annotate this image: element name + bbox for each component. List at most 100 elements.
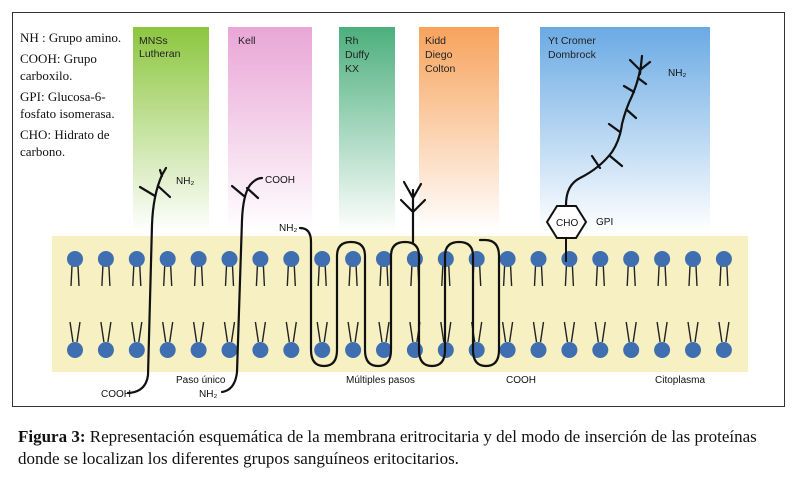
legend-abbr-nh: NH [20, 30, 39, 45]
group-label-mnss-1: MNSs [139, 35, 168, 47]
group-label-dombrock: Dombrock [548, 49, 597, 61]
lipid-tail [254, 321, 267, 343]
svg-text:Dombrock: Dombrock [548, 49, 597, 61]
svg-text:Kidd: Kidd [425, 35, 446, 47]
lipid-tail [286, 265, 296, 287]
lipid-tail [533, 265, 544, 287]
group-labels: MNSs Lutheran Kell Rh Duffy KX Kidd Dieg… [139, 35, 597, 75]
legend-item-cho: CHO: Hidrato de carbono. [20, 126, 140, 160]
svg-text:Kell: Kell [238, 35, 256, 47]
group-label-kx: KX [345, 63, 359, 75]
label-cooh-multi: COOH [506, 375, 536, 386]
lipid-tail [379, 265, 389, 287]
lipid-head [67, 251, 83, 267]
lipid-tail [192, 321, 205, 343]
lipid-head [715, 342, 732, 358]
figure-caption: Figura 3: Representación esquemática de … [18, 426, 788, 470]
svg-text:Yt Cromer: Yt Cromer [548, 35, 596, 47]
cho-label: CHO [556, 218, 578, 229]
lipid-head [221, 251, 238, 267]
lipid-head [499, 342, 516, 358]
lipid-head [221, 342, 238, 358]
legend-text-gpi: Glucosa-6-fosfato isomerasa. [20, 89, 115, 121]
legend-item-nh: NH : Grupo amino. [20, 29, 140, 46]
svg-text:Rh: Rh [345, 35, 359, 47]
lipid-head [128, 251, 145, 267]
label-nh2-bottom: NH₂ [199, 389, 217, 400]
lipid-head [376, 342, 392, 358]
lipid-head [97, 342, 114, 358]
lipid-tail [719, 265, 729, 287]
lipid-tail [101, 265, 111, 287]
lipid-head [468, 251, 485, 267]
protein-gpi-chain [564, 68, 642, 207]
label-nh2-multi: NH₂ [279, 223, 297, 234]
lipid-tail [162, 321, 174, 343]
label-cooh-bottom: COOH [101, 389, 131, 400]
svg-text:Diego: Diego [425, 49, 453, 61]
lipid-head [67, 342, 83, 358]
lipid-head [190, 342, 207, 358]
lipid-head [530, 342, 547, 358]
group-label-colton: Colton [425, 63, 456, 75]
protein-single-pass-1 [126, 166, 168, 395]
lipid-tail [285, 321, 297, 343]
lipid-head [623, 251, 640, 267]
lipid-head [499, 251, 516, 267]
multi-pass-glycan [399, 180, 427, 244]
legend-abbr-gpi: GPI: [20, 89, 45, 104]
lipid-head [654, 342, 671, 358]
gpi-glycans [590, 54, 652, 170]
caption-prefix: Figura 3: [18, 427, 86, 446]
lipid-tail [532, 321, 545, 343]
group-label-kidd: Kidd [425, 35, 446, 47]
lipid-head [561, 342, 578, 358]
group-band-kidd [419, 27, 499, 232]
lipid-head [530, 251, 547, 267]
group-label-yt: Yt Cromer [548, 35, 596, 47]
lipid-head [345, 342, 362, 358]
lipid-head [252, 251, 269, 267]
lipid-head [592, 251, 609, 267]
lipid-head [715, 251, 732, 267]
lipid-tail [70, 265, 80, 287]
protein-multi-pass [298, 226, 501, 368]
lipid-head [345, 251, 362, 267]
legend-item-cooh: COOH: Grupo carboxilo. [20, 50, 140, 84]
lipid-tail [317, 265, 327, 287]
lipid-tail [563, 321, 576, 343]
lipid-head [314, 251, 331, 267]
lipid-tail [656, 321, 668, 343]
lipid-tail [501, 321, 514, 343]
lipid-tail [688, 265, 698, 287]
label-citoplasma: Citoplasma [655, 375, 705, 386]
group-label-duffy: Duffy [345, 49, 370, 61]
legend-item-gpi: GPI: Glucosa-6-fosfato isomerasa. [20, 88, 140, 122]
lipid-tail [625, 321, 637, 343]
lipid-tail [657, 265, 667, 287]
lipid-tail [440, 321, 452, 343]
lipid-tail [255, 265, 266, 287]
legend-abbr-cho: CHO: [20, 127, 52, 142]
legend: NH : Grupo amino. COOH: Grupo carboxilo.… [20, 29, 140, 164]
protein-2-glycan [230, 184, 260, 200]
lipid-head [159, 251, 176, 267]
lipid-head [685, 251, 701, 267]
lipid-tail [441, 265, 451, 287]
lipid-head [654, 251, 671, 267]
label-cooh-1: COOH [265, 175, 295, 186]
lipid-head [561, 251, 578, 267]
group-band-mnss [133, 27, 209, 232]
lipid-tail [131, 321, 143, 343]
lipid-head [592, 342, 609, 358]
protein-1-glycan [138, 168, 172, 199]
label-paso-unico: Paso único [176, 375, 226, 386]
lipid-tail [718, 321, 730, 343]
lipid-tail [316, 321, 328, 343]
lipid-head [283, 251, 300, 267]
lipid-head [159, 342, 176, 358]
lipid-tail [687, 321, 699, 343]
lipid-tail [100, 321, 112, 343]
membrane-bilayer [52, 236, 748, 372]
